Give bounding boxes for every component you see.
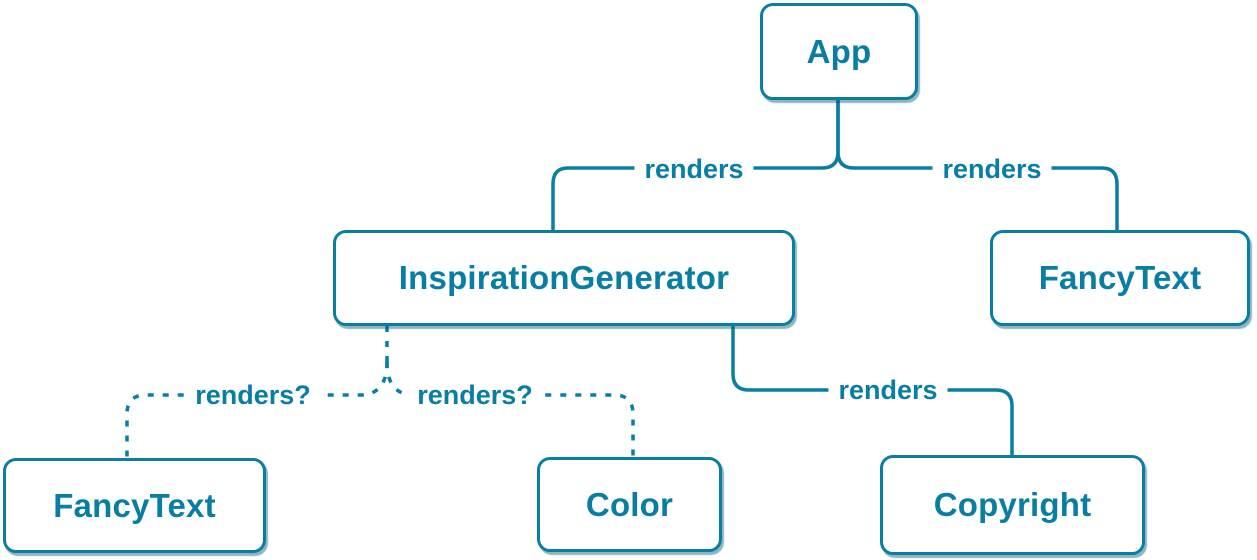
node-fancytext-bottom: FancyText bbox=[3, 458, 266, 553]
edge-label-inspirationgenerator-color: renders? bbox=[407, 378, 543, 412]
node-copyright-label: Copyright bbox=[933, 486, 1092, 523]
node-inspirationgenerator-label: InspirationGenerator bbox=[398, 259, 730, 296]
node-app-label: App bbox=[806, 32, 872, 70]
node-fancytext-top-label: FancyText bbox=[1038, 259, 1202, 296]
edge-label-app-fancytext: renders bbox=[932, 152, 1052, 186]
edge-label-inspirationgenerator-fancytext: renders? bbox=[185, 378, 321, 412]
edge-label-inspirationgenerator-copyright: renders bbox=[828, 373, 948, 407]
edge-inspirationgenerator-color-dashed bbox=[385, 361, 635, 458]
node-app: App bbox=[760, 3, 918, 100]
node-fancytext-top: FancyText bbox=[990, 230, 1250, 326]
edge-inspirationgenerator-fancytext-dashed bbox=[125, 361, 389, 459]
edge-label-app-inspirationgenerator: renders bbox=[634, 152, 754, 186]
node-color-label: Color bbox=[585, 485, 674, 523]
node-color: Color bbox=[537, 457, 722, 552]
node-inspirationgenerator: InspirationGenerator bbox=[333, 230, 795, 326]
node-fancytext-bottom-label: FancyText bbox=[53, 486, 216, 524]
node-copyright: Copyright bbox=[880, 455, 1145, 555]
